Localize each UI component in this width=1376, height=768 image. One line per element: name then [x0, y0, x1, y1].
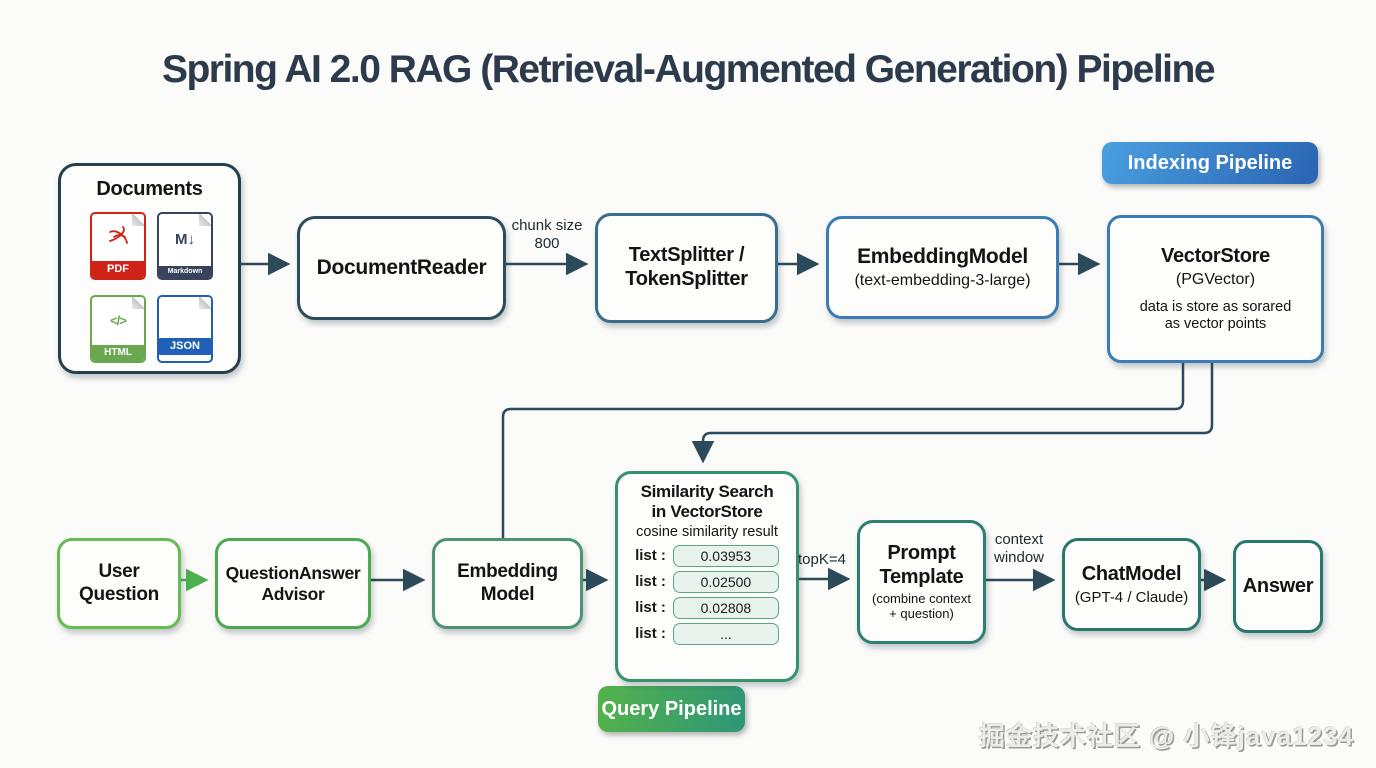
wire-query-embedding-to-vectorstore — [501, 358, 1185, 538]
answer-label: Answer — [1242, 574, 1314, 597]
prompt-template-sub: (combine context + question) — [872, 590, 971, 621]
answer-box: Answer — [1233, 540, 1323, 633]
html-file-icon: </> HTML — [90, 294, 146, 363]
list-label: list : — [635, 547, 666, 565]
chat-model-box: ChatModel (GPT-4 / Claude) — [1062, 538, 1201, 631]
list-label: list : — [635, 573, 666, 591]
json-file-icon: JSON — [157, 294, 213, 363]
list-label: list : — [635, 599, 666, 617]
json-label: JSON — [159, 337, 211, 355]
page-fold-icon — [132, 296, 144, 309]
similarity-value: 0.03953 — [672, 544, 779, 567]
vector-store-sub: (PGVector) — [1175, 270, 1256, 288]
user-question-label: User Question — [79, 561, 159, 605]
chat-model-sub: (GPT-4 / Claude) — [1074, 588, 1189, 606]
pdf-swirl-icon — [105, 214, 131, 261]
wire-vectorstore-to-similarity — [691, 358, 1214, 464]
watermark: 掘金技术社区 @ 小锋java1234 — [978, 721, 1354, 751]
topk-label: topK=4 — [798, 551, 846, 568]
query-pipeline-badge: Query Pipeline — [598, 686, 745, 732]
vector-store-note: data is store as sorared as vector point… — [1139, 299, 1292, 332]
embedding-model-box: EmbeddingModel (text-embedding-3-large) — [826, 216, 1059, 319]
text-splitter-box: TextSplitter / TokenSplitter — [595, 213, 778, 323]
query-embedding-label: Embedding Model — [457, 561, 558, 605]
markdown-file-icon: M↓ Markdown — [157, 211, 213, 280]
similarity-value: ... — [672, 622, 779, 645]
similarity-result-row: list : 0.02500 — [635, 570, 779, 593]
question-answer-advisor-box: QuestionAnswer Advisor — [215, 538, 371, 629]
page-fold-icon — [199, 296, 211, 309]
similarity-value: 0.02808 — [672, 596, 779, 619]
documents-box: Documents PDF M↓ Markdown </> HTML — [58, 163, 241, 374]
html-label: HTML — [92, 344, 144, 361]
qa-advisor-label: QuestionAnswer Advisor — [225, 562, 361, 604]
page-fold-icon — [199, 213, 211, 226]
similarity-result-row: list : 0.03953 — [635, 544, 779, 567]
page-title: Spring AI 2.0 RAG (Retrieval-Augmented G… — [161, 48, 1216, 91]
similarity-result-row: list : ... — [635, 622, 779, 645]
list-label: list : — [635, 625, 666, 643]
markdown-label: Markdown — [159, 265, 211, 278]
user-question-box: User Question — [57, 538, 181, 629]
text-splitter-label: TextSplitter / TokenSplitter — [625, 244, 748, 290]
similarity-value: 0.02500 — [672, 570, 779, 593]
markdown-symbol: M↓ — [175, 231, 195, 249]
similarity-title: Similarity Search in VectorStore — [640, 482, 774, 522]
similarity-result-row: list : 0.02808 — [635, 596, 779, 619]
page-fold-icon — [132, 213, 144, 226]
html-symbol: </> — [110, 313, 127, 329]
pdf-label: PDF — [92, 260, 144, 278]
prompt-template-box: Prompt Template (combine context + quest… — [857, 520, 986, 644]
chat-model-label: ChatModel — [1081, 563, 1182, 586]
vector-store-label: VectorStore — [1161, 245, 1270, 268]
document-reader-label: DocumentReader — [316, 255, 487, 279]
indexing-pipeline-badge: Indexing Pipeline — [1102, 142, 1318, 184]
embedding-model-sub: (text-embedding-3-large) — [854, 271, 1031, 289]
query-embedding-model-box: Embedding Model — [432, 538, 583, 629]
similarity-subtitle: cosine similarity result — [636, 524, 778, 541]
similarity-search-box: Similarity Search in VectorStore cosine … — [615, 471, 799, 682]
document-reader-box: DocumentReader — [297, 216, 506, 320]
vector-store-box: VectorStore (PGVector) data is store as … — [1107, 215, 1324, 363]
embedding-model-label: EmbeddingModel — [857, 244, 1028, 268]
pdf-file-icon: PDF — [90, 211, 146, 280]
documents-title: Documents — [96, 178, 203, 200]
prompt-template-label: Prompt Template — [879, 542, 964, 589]
document-type-icons: PDF M↓ Markdown </> HTML JSON — [90, 211, 213, 363]
context-window-label: context window — [993, 531, 1045, 566]
chunk-size-label: chunk size 800 — [511, 217, 583, 252]
